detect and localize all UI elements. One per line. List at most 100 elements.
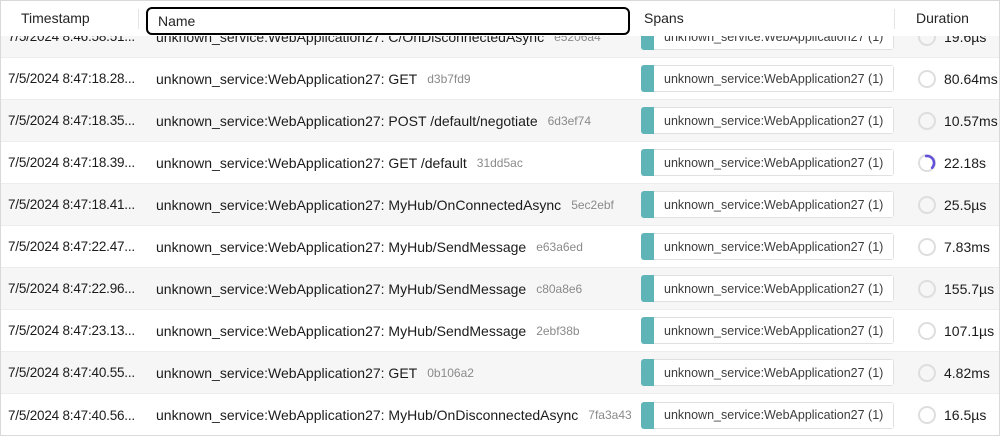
duration-progress-icon	[918, 36, 936, 46]
span-badge[interactable]: unknown_service:WebApplication27 (1)	[641, 359, 894, 386]
trace-spans-cell: unknown_service:WebApplication27 (1)	[631, 36, 894, 57]
span-badge-label: unknown_service:WebApplication27 (1)	[654, 191, 894, 218]
column-header-spans[interactable]: Spans	[644, 10, 684, 26]
column-header-timestamp[interactable]: Timestamp	[21, 10, 90, 26]
column-header-name-focused[interactable]: Name	[146, 7, 630, 35]
trace-row[interactable]: 7/5/2024 8:47:22.96... unknown_service:W…	[1, 268, 999, 310]
trace-timestamp: 7/5/2024 8:47:18.35...	[8, 113, 135, 128]
span-badge[interactable]: unknown_service:WebApplication27 (1)	[641, 65, 894, 92]
trace-id: e5206a4	[554, 36, 601, 44]
trace-row[interactable]: 7/5/2024 8:46:58.51... unknown_service:W…	[1, 36, 999, 58]
trace-rows: 7/5/2024 8:46:58.51... unknown_service:W…	[1, 36, 999, 435]
span-badge[interactable]: unknown_service:WebApplication27 (1)	[641, 107, 894, 134]
trace-timestamp: 7/5/2024 8:47:23.13...	[8, 323, 135, 338]
duration-value: 25.5µs	[944, 196, 987, 213]
trace-id: 5ec2ebf	[571, 197, 614, 212]
trace-row[interactable]: 7/5/2024 8:47:18.28... unknown_service:W…	[1, 58, 999, 100]
trace-name: unknown_service:WebApplication27: GET /d…	[156, 154, 467, 171]
trace-name-cell: unknown_service:WebApplication27: GET 0b…	[138, 352, 631, 393]
empty-circle-icon	[918, 363, 936, 382]
span-badge-label: unknown_service:WebApplication27 (1)	[654, 359, 894, 386]
trace-id: 2ebf38b	[536, 323, 580, 338]
empty-circle-icon	[918, 195, 936, 214]
trace-row[interactable]: 7/5/2024 8:47:40.55... unknown_service:W…	[1, 352, 999, 394]
empty-circle-icon	[918, 279, 936, 298]
empty-circle-icon	[918, 406, 936, 424]
span-badge[interactable]: unknown_service:WebApplication27 (1)	[641, 191, 894, 218]
trace-row[interactable]: 7/5/2024 8:47:23.13... unknown_service:W…	[1, 310, 999, 352]
trace-row[interactable]: 7/5/2024 8:47:22.47... unknown_service:W…	[1, 226, 999, 268]
trace-duration-cell: 19.6µs	[894, 36, 999, 57]
span-color-swatch	[641, 36, 654, 50]
trace-id: 31dd5ac	[476, 155, 523, 170]
duration-value: 155.7µs	[944, 280, 995, 297]
span-badge-label: unknown_service:WebApplication27 (1)	[654, 149, 894, 176]
trace-duration-cell: 155.7µs	[894, 268, 999, 309]
duration-value: 80.64ms	[944, 70, 998, 87]
trace-name: unknown_service:WebApplication27: MyHub/…	[156, 322, 527, 339]
trace-spans-cell: unknown_service:WebApplication27 (1)	[631, 268, 894, 309]
span-badge[interactable]: unknown_service:WebApplication27 (1)	[641, 149, 894, 176]
trace-timestamp: 7/5/2024 8:47:18.39...	[8, 155, 135, 170]
trace-timestamp: 7/5/2024 8:47:18.28...	[8, 71, 135, 86]
trace-name-cell: unknown_service:WebApplication27: POST /…	[138, 100, 631, 141]
trace-timestamp: 7/5/2024 8:46:58.51...	[8, 36, 135, 44]
trace-id: c80a8e6	[536, 281, 583, 296]
trace-spans-cell: unknown_service:WebApplication27 (1)	[631, 100, 894, 141]
span-badge[interactable]: unknown_service:WebApplication27 (1)	[641, 401, 894, 429]
trace-id: 7fa3a43	[588, 408, 631, 422]
column-divider	[138, 9, 139, 29]
trace-id: d3b7fd9	[427, 71, 471, 86]
span-badge-label: unknown_service:WebApplication27 (1)	[654, 401, 894, 429]
duration-progress-icon	[918, 153, 936, 172]
empty-circle-icon	[918, 111, 936, 130]
span-color-swatch	[641, 401, 654, 429]
trace-duration-cell: 16.5µs	[894, 394, 999, 435]
column-header-name-label: Name	[158, 13, 196, 29]
duration-value: 107.1µs	[944, 322, 995, 339]
trace-name-cell: unknown_service:WebApplication27: MyHub/…	[138, 310, 631, 351]
span-badge[interactable]: unknown_service:WebApplication27 (1)	[641, 317, 894, 344]
duration-value: 22.18s	[944, 154, 987, 171]
duration-progress-icon	[918, 111, 936, 130]
trace-name: unknown_service:WebApplication27: POST /…	[156, 112, 538, 129]
trace-row[interactable]: 7/5/2024 8:47:18.35... unknown_service:W…	[1, 100, 999, 142]
trace-timestamp: 7/5/2024 8:47:22.47...	[8, 239, 135, 254]
empty-circle-icon	[918, 237, 936, 256]
trace-spans-cell: unknown_service:WebApplication27 (1)	[631, 58, 894, 99]
span-badge[interactable]: unknown_service:WebApplication27 (1)	[641, 233, 894, 260]
trace-duration-cell: 4.82ms	[894, 352, 999, 393]
trace-name: unknown_service:WebApplication27: C/OnDi…	[156, 36, 545, 45]
span-badge[interactable]: unknown_service:WebApplication27 (1)	[641, 36, 894, 50]
span-badge-label: unknown_service:WebApplication27 (1)	[654, 233, 894, 260]
column-header-duration[interactable]: Duration	[916, 10, 969, 26]
trace-row[interactable]: 7/5/2024 8:47:18.41... unknown_service:W…	[1, 184, 999, 226]
trace-spans-cell: unknown_service:WebApplication27 (1)	[631, 352, 894, 393]
trace-spans-cell: unknown_service:WebApplication27 (1)	[631, 226, 894, 267]
trace-duration-cell: 7.83ms	[894, 226, 999, 267]
duration-progress-icon	[918, 195, 936, 214]
duration-value: 10.57ms	[944, 112, 998, 129]
trace-spans-cell: unknown_service:WebApplication27 (1)	[631, 142, 894, 183]
span-badge-label: unknown_service:WebApplication27 (1)	[654, 107, 894, 134]
span-color-swatch	[641, 317, 654, 344]
empty-circle-icon	[918, 321, 936, 340]
trace-duration-cell: 10.57ms	[894, 100, 999, 141]
duration-value: 16.5µs	[944, 407, 987, 423]
trace-duration-cell: 107.1µs	[894, 310, 999, 351]
trace-name-cell: unknown_service:WebApplication27: MyHub/…	[138, 394, 631, 435]
trace-name-cell: unknown_service:WebApplication27: GET /d…	[138, 142, 631, 183]
trace-row[interactable]: 7/5/2024 8:47:18.39... unknown_service:W…	[1, 142, 999, 184]
duration-value: 4.82ms	[944, 364, 990, 381]
trace-timestamp: 7/5/2024 8:47:22.96...	[8, 281, 135, 296]
trace-name-cell: unknown_service:WebApplication27: GET d3…	[138, 58, 631, 99]
span-badge[interactable]: unknown_service:WebApplication27 (1)	[641, 275, 894, 302]
duration-progress-icon	[918, 363, 936, 382]
trace-id: 6d3ef74	[547, 113, 591, 128]
trace-name-cell: unknown_service:WebApplication27: MyHub/…	[138, 268, 631, 309]
empty-circle-icon	[918, 36, 936, 46]
span-badge-label: unknown_service:WebApplication27 (1)	[654, 36, 894, 50]
duration-progress-icon	[918, 237, 936, 256]
trace-row[interactable]: 7/5/2024 8:47:40.56... unknown_service:W…	[1, 394, 999, 435]
duration-progress-icon	[918, 279, 936, 298]
